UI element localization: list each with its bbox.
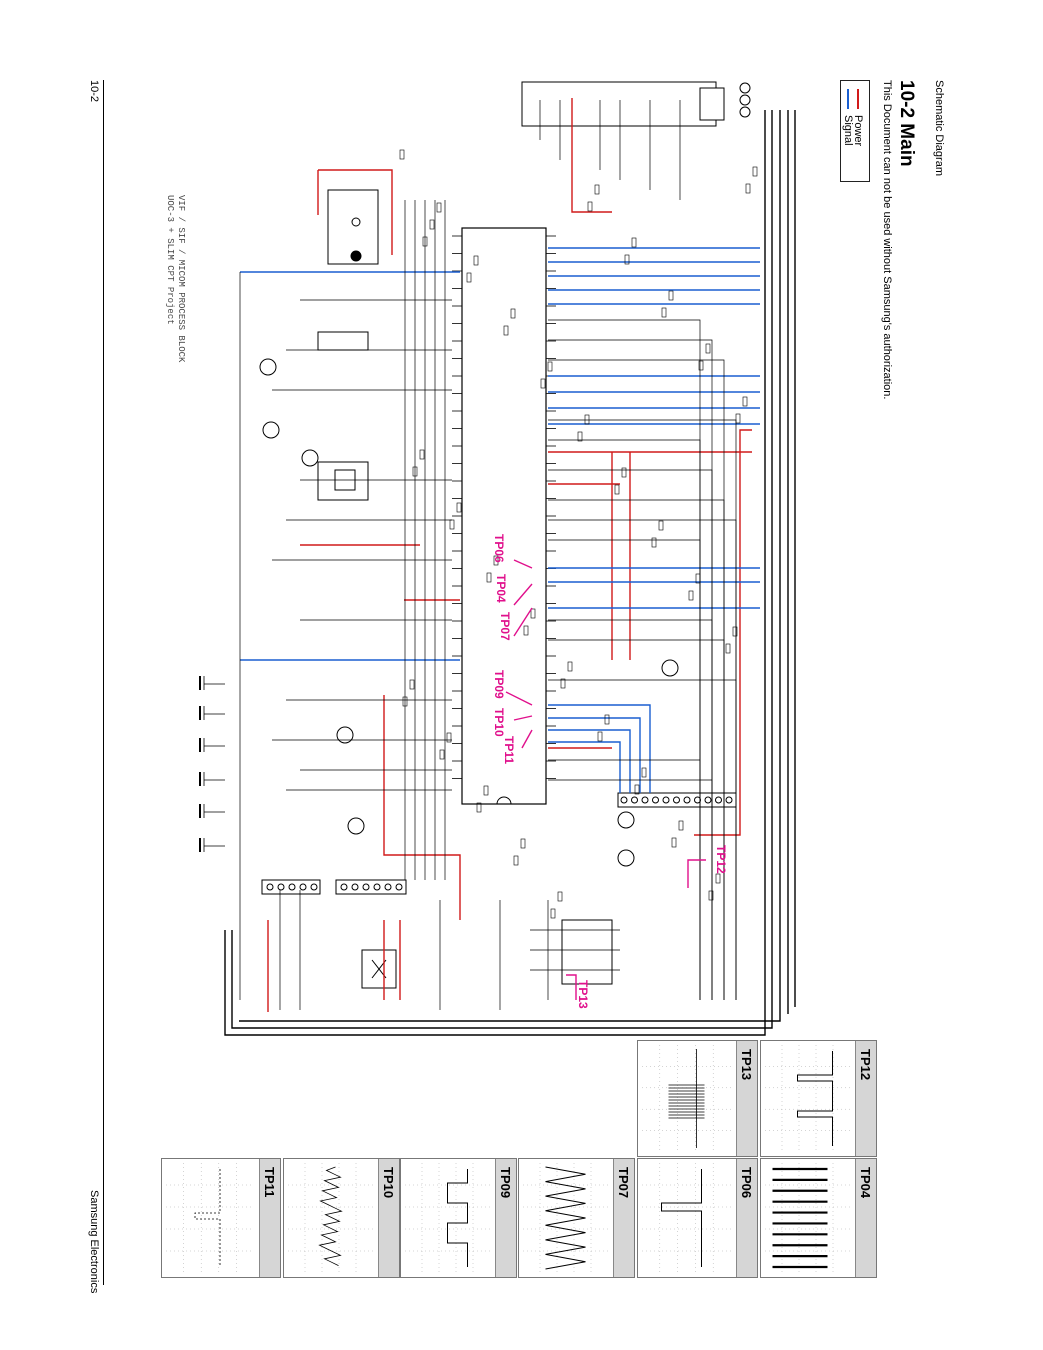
project-line-2: UOC-3 + SLIM CPT Project bbox=[165, 195, 175, 325]
waveform-panel-header: TP09 bbox=[495, 1159, 516, 1277]
project-line-1: VIF / SIF / MICOM PROCESS BLOCK bbox=[176, 195, 186, 363]
waveform-panel-header: TP11 bbox=[259, 1159, 280, 1277]
waveform-trace bbox=[642, 1163, 731, 1273]
line-legend: Power Signal bbox=[840, 80, 870, 182]
main-ic bbox=[452, 227, 556, 805]
key-switches bbox=[199, 676, 225, 852]
av-connector bbox=[521, 81, 751, 127]
waveform-panel-header: TP04 bbox=[855, 1159, 876, 1277]
project-label: VIF / SIF / MICOM PROCESS BLOCK UOC-3 + … bbox=[164, 195, 186, 362]
power-lines bbox=[267, 98, 752, 1012]
waveform-panel-label: TP06 bbox=[739, 1167, 754, 1199]
waveform-trace bbox=[405, 1163, 490, 1273]
waveform-panel-tp04: TP04 bbox=[760, 1158, 877, 1278]
waveform-panel-label: TP10 bbox=[381, 1167, 396, 1199]
waveform-panel-tp07: TP07 bbox=[518, 1158, 635, 1278]
tp10-tag: TP10 bbox=[492, 708, 506, 737]
test-point-arrows bbox=[505, 559, 706, 1000]
tp12-tag: TP12 bbox=[714, 845, 728, 874]
waveform-panel-tp11: TP11 bbox=[161, 1158, 281, 1278]
waveform-panel-header: TP13 bbox=[736, 1041, 757, 1156]
footer-rule bbox=[103, 80, 104, 1285]
right-connector bbox=[617, 792, 737, 808]
tp07-tag: TP07 bbox=[498, 612, 512, 641]
waveform-panel-label: TP12 bbox=[858, 1049, 873, 1081]
waveform-trace bbox=[166, 1163, 254, 1273]
tuner-block bbox=[327, 189, 379, 265]
saw-filter-block bbox=[317, 331, 369, 351]
tp11-tag: TP11 bbox=[502, 736, 516, 765]
tp04-tag: TP04 bbox=[494, 574, 508, 603]
if-block bbox=[317, 461, 369, 501]
transistors bbox=[259, 358, 679, 867]
waveform-panel-label: TP13 bbox=[739, 1049, 754, 1081]
waveform-panel-header: TP12 bbox=[855, 1041, 876, 1156]
tp06-tag: TP06 bbox=[492, 534, 506, 563]
waveform-panel-tp06: TP06 bbox=[637, 1158, 758, 1278]
company-name: Samsung Electronics bbox=[88, 1190, 100, 1294]
tp09-tag: TP09 bbox=[492, 670, 506, 699]
waveform-trace bbox=[765, 1045, 850, 1152]
waveform-panel-tp10: TP10 bbox=[283, 1158, 400, 1278]
waveform-panel-header: TP07 bbox=[613, 1159, 634, 1277]
regulator-block bbox=[361, 949, 397, 989]
tp13-tag: TP13 bbox=[576, 980, 590, 1009]
waveform-panel-label: TP11 bbox=[262, 1167, 277, 1198]
waveform-panel-header: TP06 bbox=[736, 1159, 757, 1277]
waveform-trace bbox=[642, 1045, 731, 1152]
waveform-trace bbox=[765, 1163, 850, 1273]
waveform-trace bbox=[523, 1163, 608, 1273]
eeprom-ic bbox=[561, 919, 613, 985]
waveform-panel-label: TP04 bbox=[858, 1167, 873, 1199]
bus-frame bbox=[224, 110, 796, 1036]
bottom-connector bbox=[261, 879, 407, 895]
waveform-panel-label: TP07 bbox=[616, 1167, 631, 1199]
waveform-panel-header: TP10 bbox=[378, 1159, 399, 1277]
signal-lines bbox=[240, 247, 760, 793]
waveform-panel-label: TP09 bbox=[498, 1167, 513, 1199]
wiring bbox=[239, 100, 758, 1010]
waveform-panel-tp12: TP12 bbox=[760, 1040, 877, 1157]
waveform-panel-tp09: TP09 bbox=[400, 1158, 517, 1278]
waveform-panel-tp13: TP13 bbox=[637, 1040, 758, 1157]
waveform-trace bbox=[288, 1163, 373, 1273]
page-number: 10-2 bbox=[88, 80, 100, 103]
